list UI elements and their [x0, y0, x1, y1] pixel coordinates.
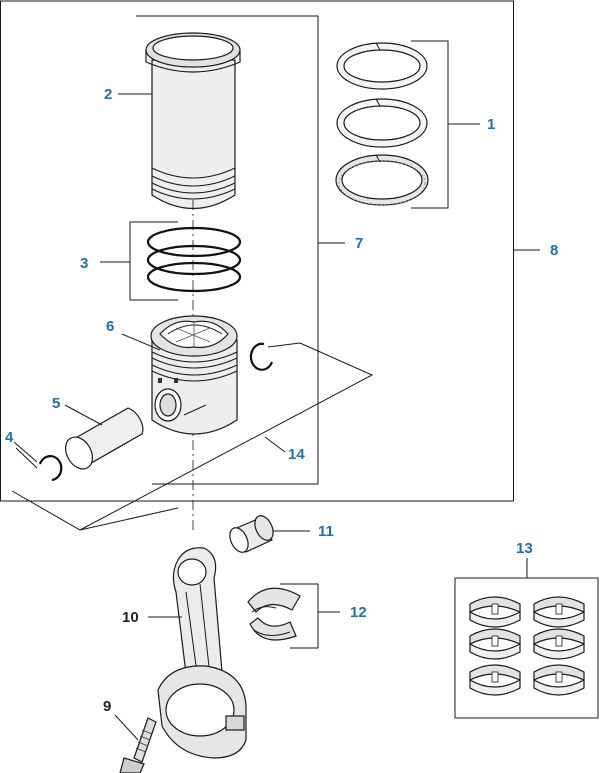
callout-3: 3	[80, 255, 88, 272]
callout-3-bracket	[100, 221, 178, 301]
callout-11: 11	[318, 523, 334, 540]
pin-axis-line	[183, 404, 207, 416]
callout-4: 4	[5, 429, 14, 446]
kit-7-bracket	[136, 15, 319, 485]
callout-14-leader	[11, 342, 374, 531]
ring-set-icon	[335, 42, 429, 206]
bolt-icon	[119, 717, 157, 773]
callout-1: 1	[487, 116, 495, 133]
callout-14-tick	[264, 436, 286, 453]
callout-5: 5	[52, 395, 60, 412]
callout-14: 14	[288, 446, 305, 463]
callout-8: 8	[550, 242, 558, 259]
callout-2: 2	[104, 86, 112, 103]
callout-12-bracket	[280, 583, 340, 649]
callout-13: 13	[516, 540, 533, 557]
kit-8-outline	[0, 0, 514, 502]
callout-9: 9	[103, 698, 111, 715]
callout-9-leader	[114, 714, 139, 741]
callout-12: 12	[350, 604, 367, 621]
callout-10: 10	[122, 609, 139, 626]
o-ring-icon	[146, 226, 242, 293]
bearing-shell-icon	[247, 587, 301, 641]
callout-5-leader	[64, 404, 103, 426]
snap-ring-icon	[38, 342, 274, 482]
piston-pin-icon	[64, 407, 144, 470]
connecting-rod-icon	[157, 547, 247, 759]
callout-1-bracket	[411, 40, 480, 209]
cylinder-liner-icon	[145, 32, 241, 210]
callout-6: 6	[106, 318, 114, 335]
callout-7: 7	[355, 235, 363, 252]
bushing-icon	[229, 515, 274, 553]
callout-4-leader	[13, 441, 38, 463]
callout-6-leader	[121, 333, 161, 351]
piston-icon	[150, 315, 238, 435]
bearing-set-icon	[469, 596, 585, 696]
